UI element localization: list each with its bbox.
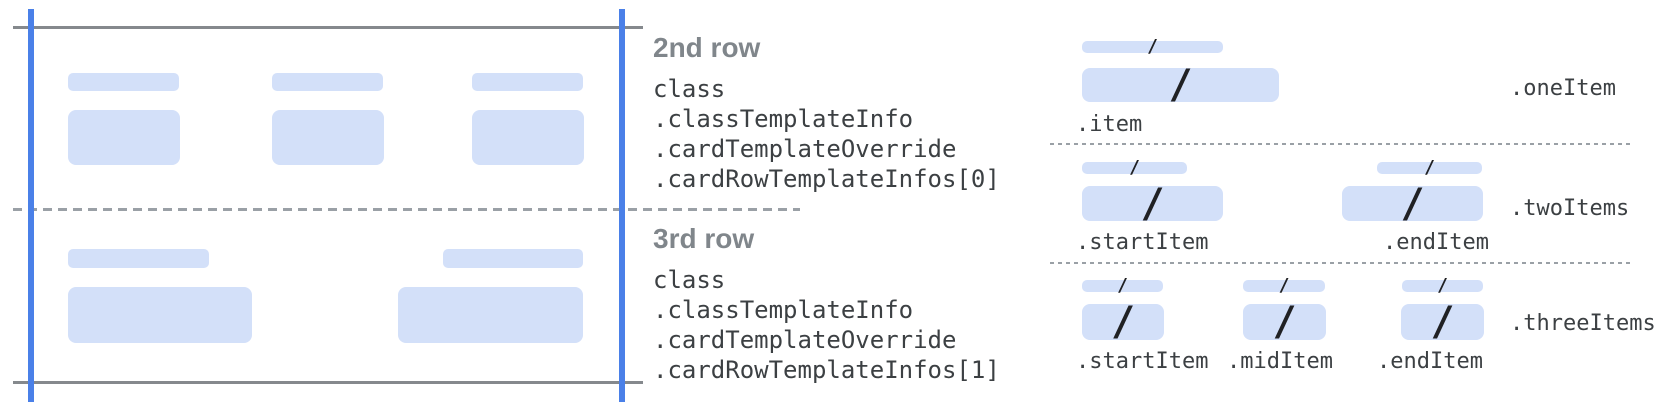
- code-line: .cardTemplateOverride: [653, 326, 957, 354]
- card-left-guide: [28, 9, 34, 402]
- row3-class-path: class .classTemplateInfo .cardTemplateOv…: [653, 265, 1000, 385]
- two-items-start-label-bar: /: [1082, 157, 1187, 178]
- code-line: .classTemplateInfo: [653, 296, 914, 324]
- row2-class-path: class .classTemplateInfo .cardTemplateOv…: [653, 74, 1000, 194]
- row3-col1-value-bar: [68, 287, 252, 343]
- three-items-end-value-bar: /: [1401, 299, 1484, 345]
- card-right-guide: [619, 9, 625, 402]
- slash-icon: /: [1424, 157, 1435, 178]
- three-items-mid-label: .midItem: [1227, 349, 1333, 374]
- two-items-end-label-bar: /: [1377, 157, 1482, 178]
- row2-col3-value-bar: [472, 110, 584, 165]
- row3-col1-label-bar: [68, 249, 209, 268]
- code-line: .classTemplateInfo: [653, 105, 914, 133]
- slash-icon: /: [1168, 62, 1193, 108]
- row2-col2-value-bar: [272, 110, 384, 165]
- layout-divider-dashed: [1050, 262, 1630, 264]
- two-items-end-label: .endItem: [1383, 230, 1489, 255]
- row2-annotation: 2nd row class .classTemplateInfo .cardTe…: [653, 33, 1000, 194]
- two-items-end-value-bar: /: [1342, 180, 1483, 227]
- two-items-start-label: .startItem: [1076, 230, 1209, 255]
- row2-col3-label-bar: [472, 73, 583, 91]
- slash-icon: /: [1437, 275, 1448, 296]
- slash-icon: /: [1117, 275, 1128, 296]
- row2-col1-value-bar: [68, 110, 180, 165]
- card-top-rule: [13, 26, 643, 29]
- code-line: .cardRowTemplateInfos[0]: [653, 165, 1000, 193]
- row2-col2-label-bar: [272, 73, 383, 91]
- slash-icon: /: [1430, 299, 1455, 345]
- card-row-divider-dashed: [13, 208, 800, 211]
- three-items-end-label: .endItem: [1377, 349, 1483, 374]
- row2-heading: 2nd row: [653, 32, 761, 63]
- three-items-start-value-bar: /: [1082, 299, 1164, 345]
- row2-col1-label-bar: [68, 73, 179, 91]
- code-line: class: [653, 75, 726, 103]
- slash-icon: /: [1400, 180, 1425, 227]
- row3-col2-value-bar: [398, 287, 583, 343]
- code-line: class: [653, 266, 726, 294]
- two-items-layout-name: .twoItems: [1510, 196, 1630, 221]
- row3-heading: 3rd row: [653, 223, 755, 254]
- card-bottom-rule: [13, 381, 643, 384]
- three-items-mid-label-bar: /: [1243, 275, 1325, 296]
- three-items-mid-value-bar: /: [1243, 299, 1326, 345]
- slash-icon: /: [1140, 180, 1165, 227]
- one-item-layout-name: .oneItem: [1510, 76, 1616, 101]
- slash-icon: /: [1110, 299, 1136, 345]
- slash-icon: /: [1272, 299, 1297, 345]
- slash-icon: /: [1147, 36, 1158, 57]
- row3-col2-label-bar: [443, 249, 583, 268]
- layout-divider-dashed: [1050, 143, 1630, 145]
- one-item-label-bar: /: [1082, 36, 1223, 57]
- code-line: .cardRowTemplateInfos[1]: [653, 356, 1000, 384]
- slash-icon: /: [1278, 275, 1290, 296]
- three-items-layout-name: .threeItems: [1510, 311, 1656, 336]
- three-items-end-label-bar: /: [1402, 275, 1483, 296]
- slash-icon: /: [1129, 157, 1140, 178]
- one-item-item-label: .item: [1076, 112, 1143, 137]
- row3-annotation: 3rd row class .classTemplateInfo .cardTe…: [653, 224, 1000, 385]
- code-line: .cardTemplateOverride: [653, 135, 957, 163]
- three-items-start-label: .startItem: [1076, 349, 1209, 374]
- two-items-start-value-bar: /: [1082, 180, 1223, 227]
- one-item-value-bar: /: [1082, 62, 1279, 108]
- three-items-start-label-bar: /: [1082, 275, 1163, 296]
